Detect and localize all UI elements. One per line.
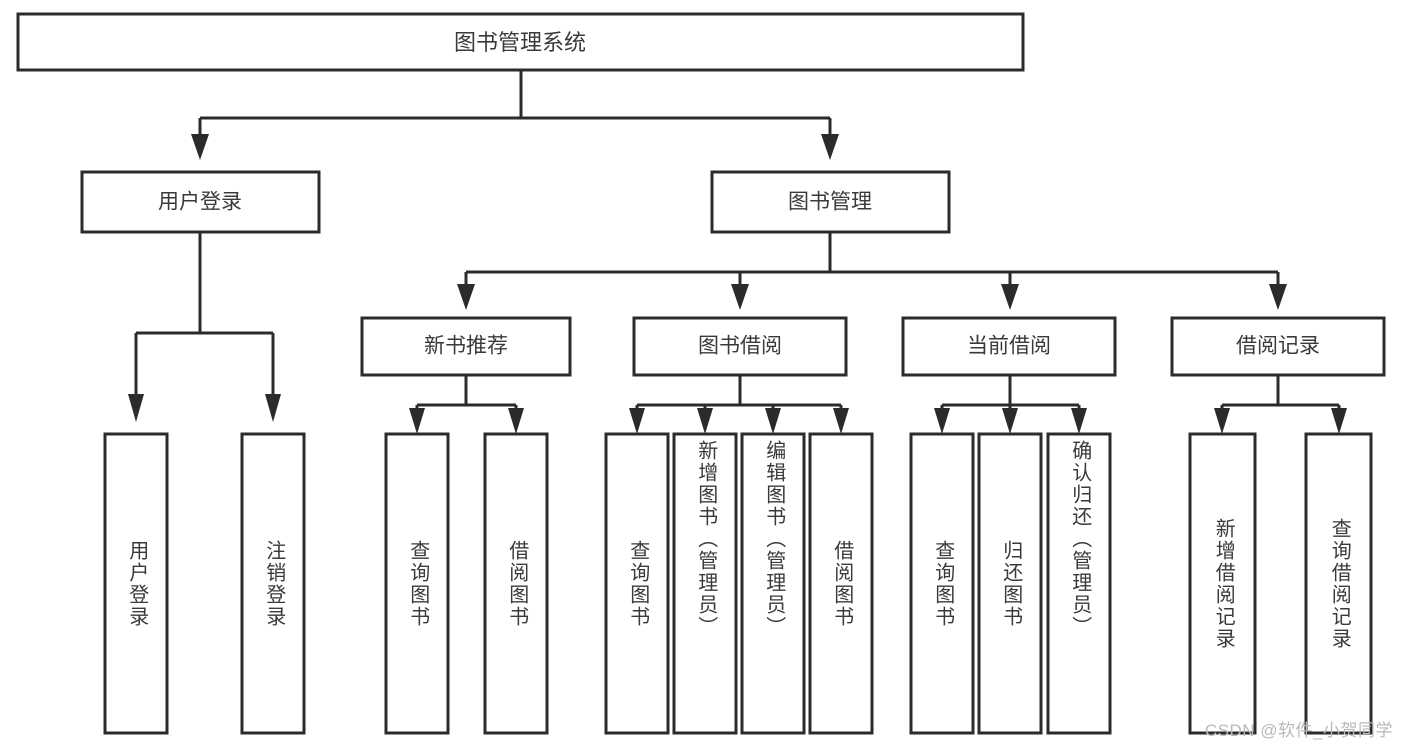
connector-group-borrow-record bbox=[1214, 375, 1347, 434]
node-borrow-record-box[interactable] bbox=[1170, 316, 1386, 377]
arrow-head-leaf-query-record bbox=[1331, 408, 1347, 434]
node-root-box[interactable] bbox=[16, 12, 1025, 72]
arrow-head-borrow-record bbox=[1269, 284, 1287, 310]
arrow-head-leaf-logout bbox=[265, 394, 281, 422]
leaf-logout-box[interactable] bbox=[240, 432, 306, 735]
node-root-label: 图书管理系统 bbox=[454, 30, 586, 55]
leaf-query-book-3-box[interactable] bbox=[909, 432, 975, 735]
node-book-borrow[interactable]: 图书借阅 bbox=[632, 316, 848, 377]
leaf-boxes-borrow-record bbox=[1188, 432, 1373, 735]
leaf-boxes-user-login bbox=[103, 432, 306, 735]
node-user-login[interactable]: 用户登录 bbox=[80, 170, 321, 234]
arrow-head-leaf-return-book bbox=[1002, 408, 1018, 434]
leaf-borrow-book-1-box[interactable] bbox=[483, 432, 549, 735]
leaf-boxes-current-borrow bbox=[909, 432, 1112, 735]
node-new-book-recommend-box[interactable] bbox=[360, 316, 572, 377]
arrow-head-book-management bbox=[821, 134, 839, 160]
leaf-add-book-box[interactable] bbox=[672, 432, 738, 735]
node-current-borrow-box[interactable] bbox=[901, 316, 1117, 377]
arrow-head-leaf-confirm-return bbox=[1071, 408, 1087, 434]
leaf-borrow-book-2-box[interactable] bbox=[808, 432, 874, 735]
arrow-head-leaf-user-login bbox=[128, 394, 144, 422]
arrow-head-leaf-borrow-book-1 bbox=[508, 408, 524, 434]
node-current-borrow[interactable]: 当前借阅 bbox=[901, 316, 1117, 377]
arrow-head-leaf-add-book bbox=[697, 408, 713, 434]
leaf-query-record-box[interactable] bbox=[1304, 432, 1373, 735]
arrow-head-leaf-borrow-book-2 bbox=[833, 408, 849, 434]
node-borrow-record-label: 借阅记录 bbox=[1236, 335, 1320, 358]
leaf-confirm-return-box[interactable] bbox=[1046, 432, 1112, 735]
node-book-management-label: 图书管理 bbox=[788, 191, 872, 214]
leaf-query-book-1-box[interactable] bbox=[384, 432, 450, 735]
node-book-borrow-box[interactable] bbox=[632, 316, 848, 377]
leaf-user-login-box[interactable] bbox=[103, 432, 169, 735]
leaf-boxes-book-borrow bbox=[604, 432, 874, 735]
arrow-head-leaf-add-record bbox=[1214, 408, 1230, 434]
node-current-borrow-label: 当前借阅 bbox=[967, 335, 1051, 358]
connector-group-root bbox=[191, 70, 839, 160]
leaf-return-book-box[interactable] bbox=[977, 432, 1043, 735]
node-book-management-box[interactable] bbox=[710, 170, 951, 234]
watermark-text: CSDN @软件_小贺同学 bbox=[1204, 721, 1393, 740]
node-user-login-box[interactable] bbox=[80, 170, 321, 234]
node-new-book-recommend-label: 新书推荐 bbox=[424, 335, 508, 358]
node-root[interactable]: 图书管理系统 bbox=[16, 12, 1025, 72]
arrow-head-user-login bbox=[191, 134, 209, 160]
node-book-borrow-label: 图书借阅 bbox=[698, 335, 782, 358]
leaf-query-book-2-box[interactable] bbox=[604, 432, 670, 735]
leaf-add-record-box[interactable] bbox=[1188, 432, 1257, 735]
arrow-head-new-book-recommend bbox=[457, 284, 475, 310]
arrow-head-leaf-edit-book bbox=[765, 408, 781, 434]
node-book-management[interactable]: 图书管理 bbox=[710, 170, 951, 234]
node-new-book-recommend[interactable]: 新书推荐 bbox=[360, 316, 572, 377]
arrow-head-leaf-query-book-1 bbox=[409, 408, 425, 434]
leaf-edit-book-box[interactable] bbox=[740, 432, 806, 735]
leaf-boxes-new-book-recommend bbox=[384, 432, 549, 735]
connector-group-user-login bbox=[128, 232, 281, 422]
node-user-login-label: 用户登录 bbox=[158, 191, 242, 214]
arrow-head-current-borrow bbox=[1001, 284, 1019, 310]
node-borrow-record[interactable]: 借阅记录 bbox=[1170, 316, 1386, 377]
connector-group-new-book-recommend bbox=[409, 375, 524, 434]
arrow-head-book-borrow bbox=[731, 284, 749, 310]
connector-group-current-borrow bbox=[934, 375, 1087, 434]
connector-group-book-borrow bbox=[629, 375, 849, 434]
connector-group-book-management bbox=[457, 232, 1287, 310]
arrow-head-leaf-query-book-2 bbox=[629, 408, 645, 434]
arrow-head-leaf-query-book-3 bbox=[934, 408, 950, 434]
